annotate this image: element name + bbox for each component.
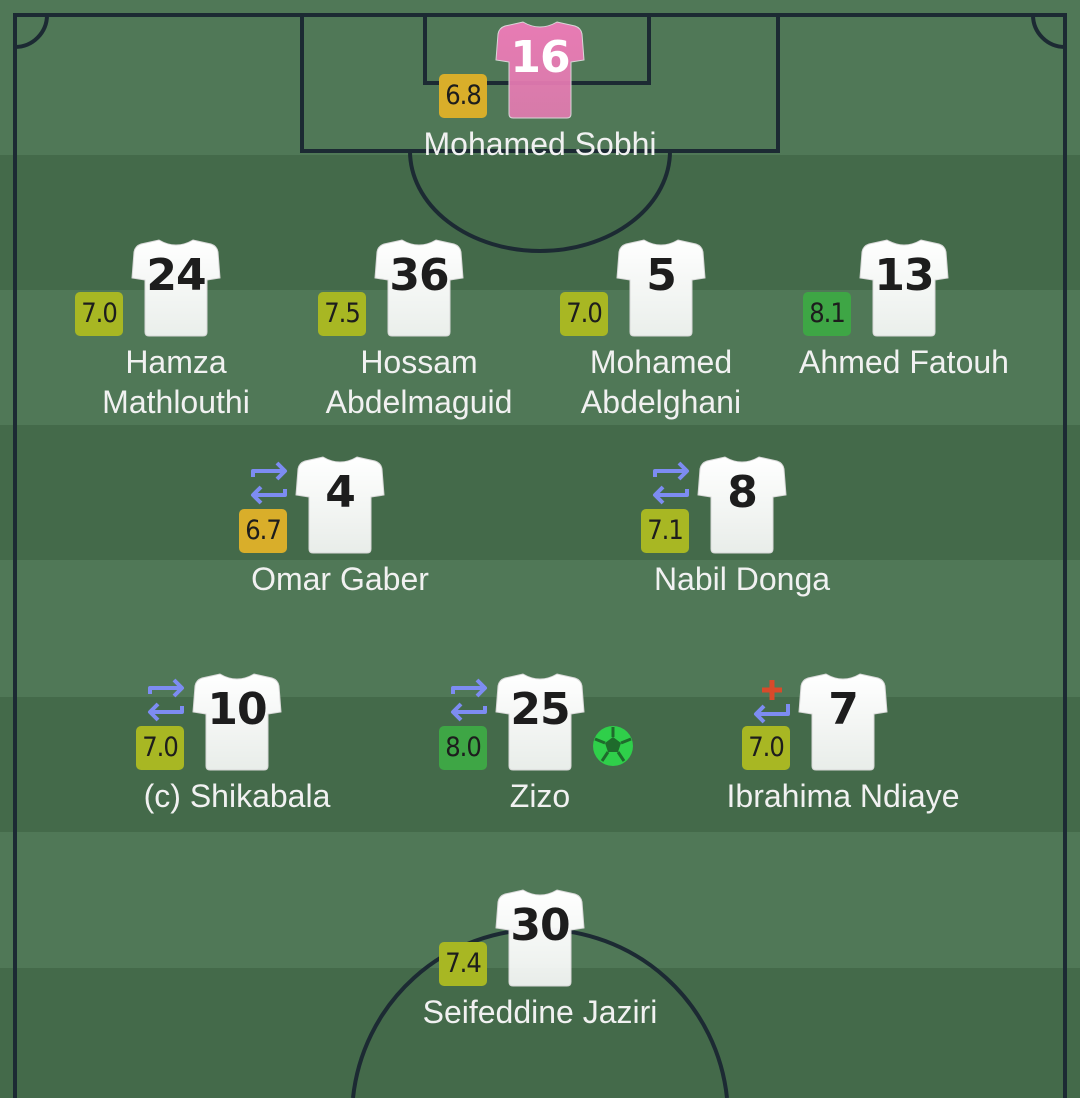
player-name: Ahmed Fatouh xyxy=(799,344,1009,380)
rating-badge: 7.0 xyxy=(75,292,123,336)
rating-badge: 7.4 xyxy=(439,942,487,986)
player-name: Nabil Donga xyxy=(653,561,831,597)
player-name: Ibrahima Ndiaye xyxy=(726,778,960,814)
player-name: Zizo xyxy=(509,778,571,814)
rating-badge: 8.0 xyxy=(439,726,487,770)
shirt-number: 13 xyxy=(874,250,934,301)
rating-badge: 7.0 xyxy=(560,292,608,336)
pitch-stripe xyxy=(0,560,1080,697)
shirt-number: 5 xyxy=(646,250,677,301)
substitution-icon xyxy=(649,461,693,513)
rating-badge: 6.7 xyxy=(239,509,287,553)
player-name: Hamza Mathlouthi xyxy=(102,344,250,420)
corner-arc-left xyxy=(14,14,49,49)
player-name: Mohamed Abdelghani xyxy=(580,344,742,420)
shirt-number: 7 xyxy=(828,684,859,735)
corner-arc-right xyxy=(1031,14,1066,49)
rating-badge: 6.8 xyxy=(439,74,487,118)
player-name: (c) Shikabala xyxy=(143,778,331,814)
shirt-number: 25 xyxy=(510,684,570,735)
substitution-icon xyxy=(247,461,291,513)
shirt-number: 4 xyxy=(325,467,356,518)
rating-badge: 7.0 xyxy=(136,726,184,770)
shirt-number: 36 xyxy=(389,250,449,301)
substitution-icon xyxy=(144,678,188,730)
substitution-icon xyxy=(447,678,491,730)
rating-badge: 7.5 xyxy=(318,292,366,336)
pitch-stripe xyxy=(0,425,1080,560)
pitch-stripe xyxy=(0,968,1080,1098)
rating-badge: 7.0 xyxy=(742,726,790,770)
player-name: Omar Gaber xyxy=(251,561,429,597)
player-name: Mohamed Sobhi xyxy=(423,126,657,162)
player-name: Seifeddine Jaziri xyxy=(422,994,658,1030)
shirt-number: 30 xyxy=(510,900,570,951)
rating-badge: 8.1 xyxy=(803,292,851,336)
shirt-number: 16 xyxy=(510,32,570,83)
player-name: Hossam Abdelmaguid xyxy=(325,344,513,420)
shirt-number: 8 xyxy=(727,467,758,518)
injury-substitution-icon xyxy=(750,678,794,730)
shirt-number: 24 xyxy=(146,250,206,301)
goal-ball-icon xyxy=(591,724,635,772)
shirt-number: 10 xyxy=(207,684,267,735)
rating-badge: 7.1 xyxy=(641,509,689,553)
penalty-arc xyxy=(408,150,672,253)
